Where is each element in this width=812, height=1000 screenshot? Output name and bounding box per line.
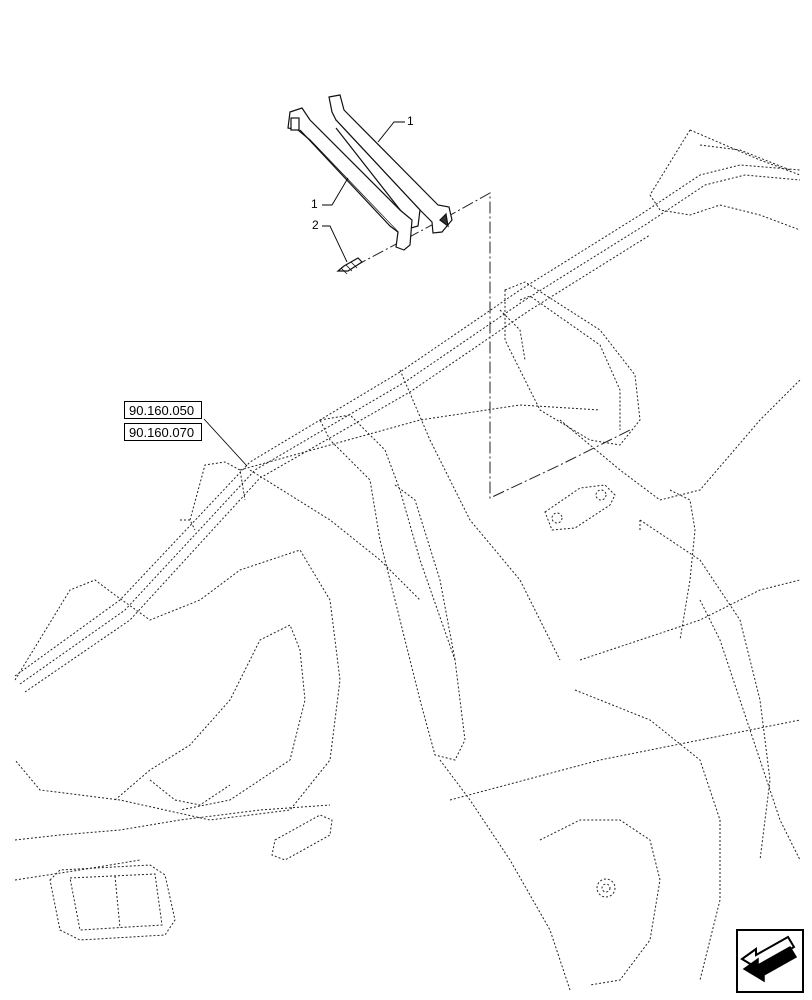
reference-link-90-160-070[interactable]: 90.160.070 xyxy=(124,423,202,441)
badge xyxy=(271,814,333,861)
leader-part-1-lower xyxy=(322,177,349,206)
pillar xyxy=(319,414,466,761)
upper-housing xyxy=(649,129,801,196)
callout-part-1-lower: 1 xyxy=(311,197,318,211)
cowl-top-edge xyxy=(14,164,801,677)
assembly-centerline xyxy=(444,192,631,499)
floor-vent xyxy=(49,864,176,941)
left-body-outline xyxy=(14,549,341,821)
leader-part-1-upper xyxy=(377,121,405,143)
bracket-housing xyxy=(504,281,641,446)
right-body-outline xyxy=(559,379,801,501)
reference-link-90-160-050[interactable]: 90.160.050 xyxy=(124,401,202,419)
cowl-top-edge-inner xyxy=(19,174,801,685)
bolt-hole xyxy=(596,878,616,898)
leader-part-2 xyxy=(322,225,348,263)
previous-page-arrow-icon[interactable] xyxy=(736,929,804,993)
leader-reference xyxy=(203,418,248,467)
callout-part-1-upper: 1 xyxy=(407,114,414,128)
callout-part-2: 2 xyxy=(312,218,319,232)
left-mount xyxy=(189,461,246,521)
screw-part-2 xyxy=(336,257,363,272)
